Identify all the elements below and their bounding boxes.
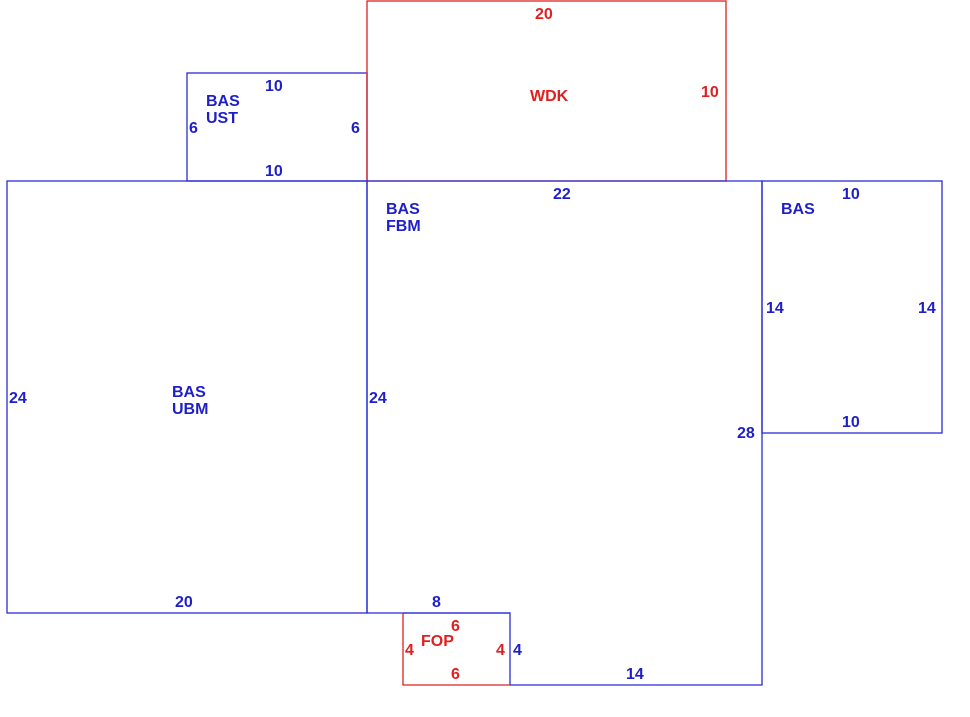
bas-right-label: BAS (781, 201, 815, 218)
ust-label-line1: BAS (206, 93, 240, 110)
fop-dim-right-inner: 4 (496, 642, 505, 659)
fop-dim-bottom: 6 (451, 666, 460, 683)
wdk-dim-right: 10 (701, 84, 719, 101)
fbm-outline (366, 180, 763, 686)
fop-outline (402, 613, 510, 686)
ust-dim-top: 10 (265, 78, 283, 95)
ust-label-line2: UST (206, 110, 238, 127)
bas-right-outline (761, 180, 943, 434)
ust-dim-bottom: 10 (265, 163, 283, 180)
fbm-dim-top: 22 (553, 186, 571, 203)
fop-dim-top: 6 (451, 618, 460, 635)
fop-label: FOP (421, 633, 454, 650)
fbm-dim-bottom-left: 8 (432, 594, 441, 611)
ust-dim-left: 6 (189, 120, 198, 137)
bas-right-dim-right: 14 (918, 300, 936, 317)
fbm-dim-right: 28 (737, 425, 755, 442)
bas-right-dim-top: 10 (842, 186, 860, 203)
fbm-dim-left: 24 (369, 390, 387, 407)
fop-dim-left: 4 (405, 642, 414, 659)
ubm-dim-bottom: 20 (175, 594, 193, 611)
wdk-label: WDK (530, 88, 569, 105)
fbm-label-line1: BAS (386, 201, 420, 218)
ubm-label-line2: UBM (172, 401, 208, 418)
ubm-dim-left: 24 (9, 390, 27, 407)
fbm-label-line2: FBM (386, 218, 421, 235)
bas-right-dim-bottom: 10 (842, 414, 860, 431)
fop-dim-right-outer: 4 (513, 642, 522, 659)
bas-right-dim-left: 14 (766, 300, 784, 317)
ubm-label-line1: BAS (172, 384, 206, 401)
ust-dim-right: 6 (351, 120, 360, 137)
wdk-dim-top: 20 (535, 6, 553, 23)
fbm-dim-bottom-right: 14 (626, 666, 644, 683)
